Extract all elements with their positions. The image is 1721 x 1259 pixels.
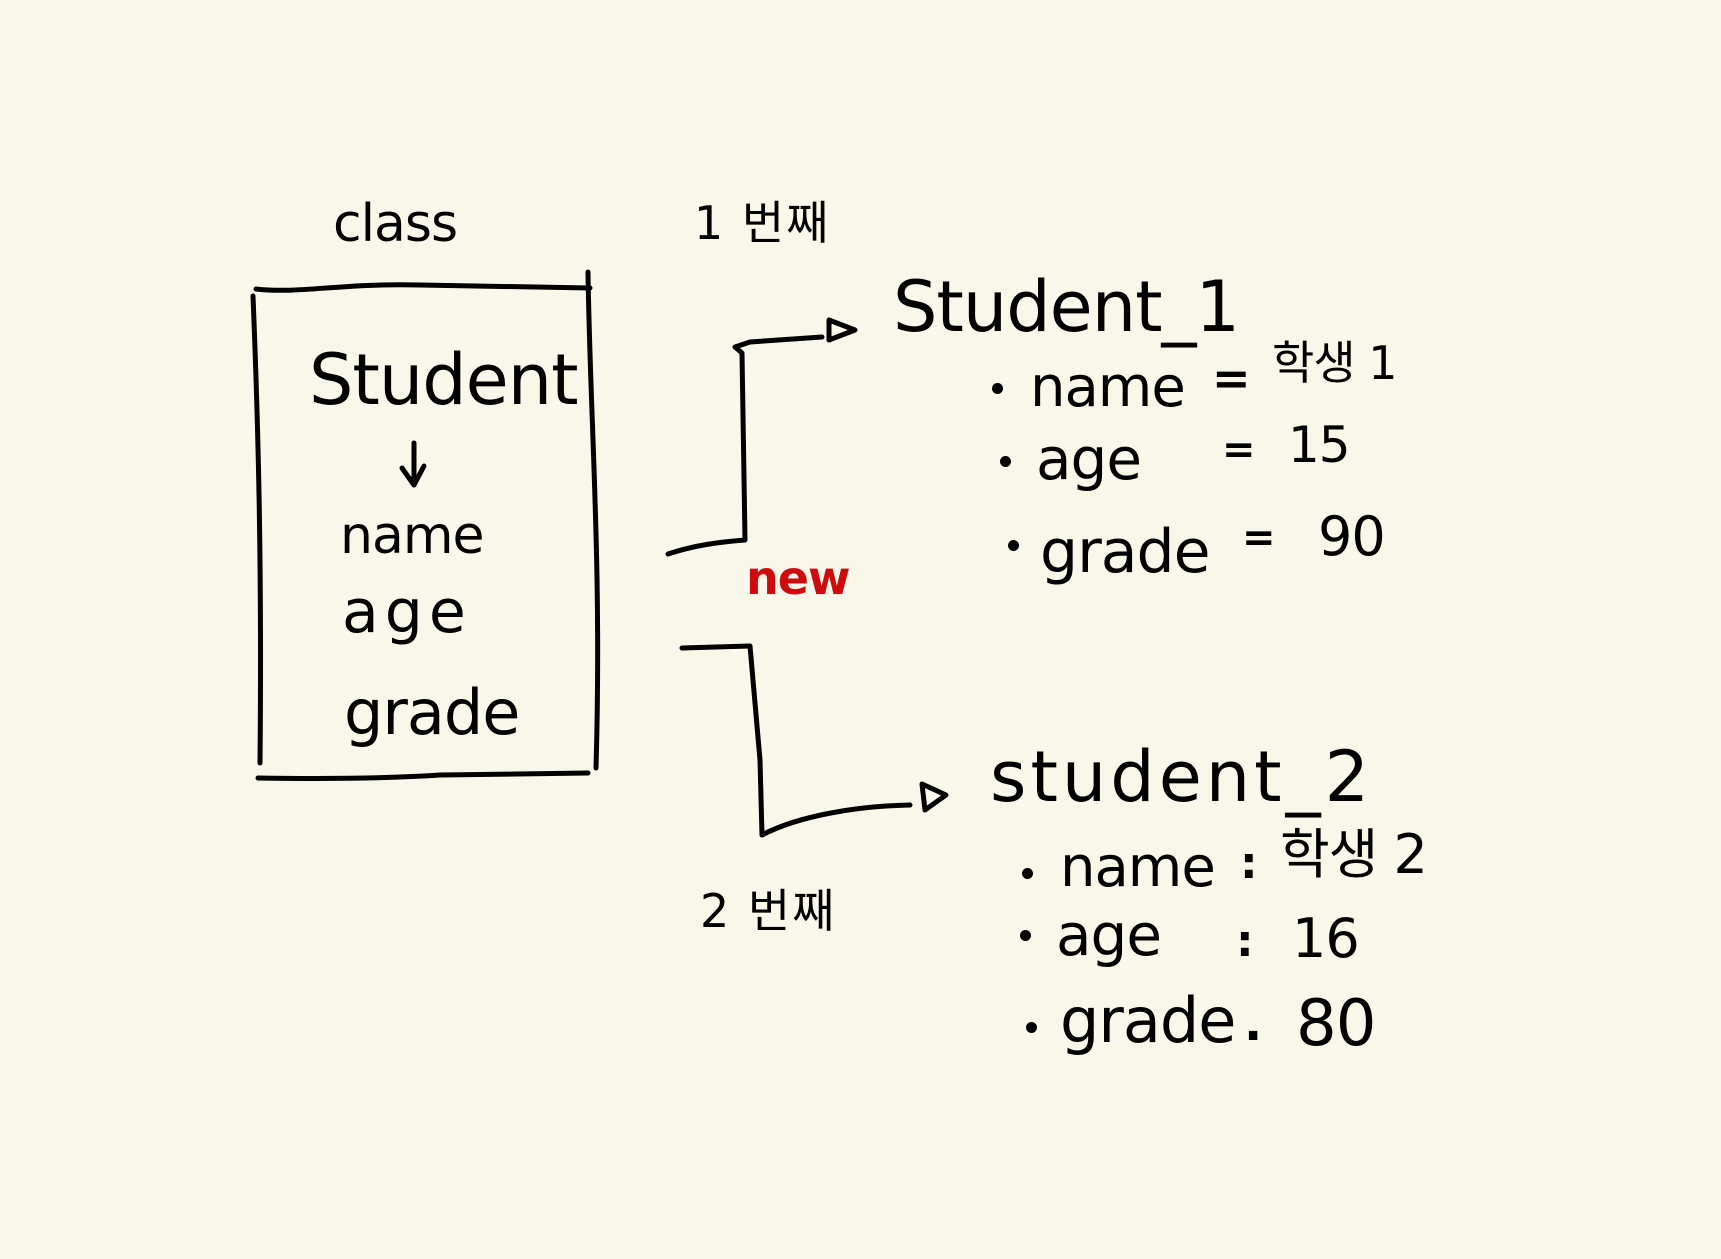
class-box-bottom [255,770,591,782]
class-name: Student [309,339,579,421]
class-field-name: name [340,506,484,566]
object-2-prop-age-value: 16 [1292,907,1360,970]
object-2-prop-name-key: name [1060,835,1216,900]
object-1-prop-name-value: 학생 1 [1272,336,1398,390]
object-1-prop-age-value: 15 [1288,416,1351,474]
object-1-bullet-3 [1008,540,1019,551]
arrowhead-2 [919,781,949,813]
class-box-top [253,282,593,293]
object-2-prop-grade-sep: . [1244,996,1262,1052]
class-field-age: age [342,577,472,647]
object-2-bullet-1 [1022,868,1033,879]
object-1-prop-grade-value: 90 [1318,505,1386,568]
arrowhead-1 [826,317,858,343]
object-2-prop-age-key: age [1056,901,1162,969]
object-1-prop-name-key: name [1030,355,1186,420]
object-1-prop-grade-sep: = [1242,515,1276,561]
down-arrow [399,440,427,488]
object-2-bullet-3 [1026,1022,1037,1033]
object-1-prop-age-key: age [1036,425,1142,493]
object-2-prop-age-sep: : [1236,916,1254,967]
instance-label-second: 2 번째 [700,884,837,938]
object-1-bullet-1 [992,383,1003,394]
connector-2 [679,643,913,838]
class-box-left [250,293,264,766]
object-2-prop-name-value: 학생 2 [1280,823,1428,886]
object-2-prop-grade-key: grade [1060,984,1236,1057]
class-box-right [585,269,601,771]
object-2-prop-name-sep: : [1240,838,1258,889]
object-1-prop-grade-key: grade [1040,517,1211,587]
object-1-title: Student_1 [893,266,1240,348]
object-1-bullet-2 [1000,456,1011,467]
object-1-prop-age-sep: = [1222,427,1256,473]
object-2-bullet-2 [1020,930,1031,941]
object-2-title: student_2 [990,736,1374,818]
class-label: class [333,194,458,254]
connector-1 [665,334,825,557]
class-field-grade: grade [344,676,520,749]
object-2-prop-grade-value: 80 [1296,987,1376,1061]
object-1-prop-name-sep: = [1212,351,1251,405]
instance-label-first: 1 번째 [694,196,831,250]
new-keyword: new [746,551,850,605]
